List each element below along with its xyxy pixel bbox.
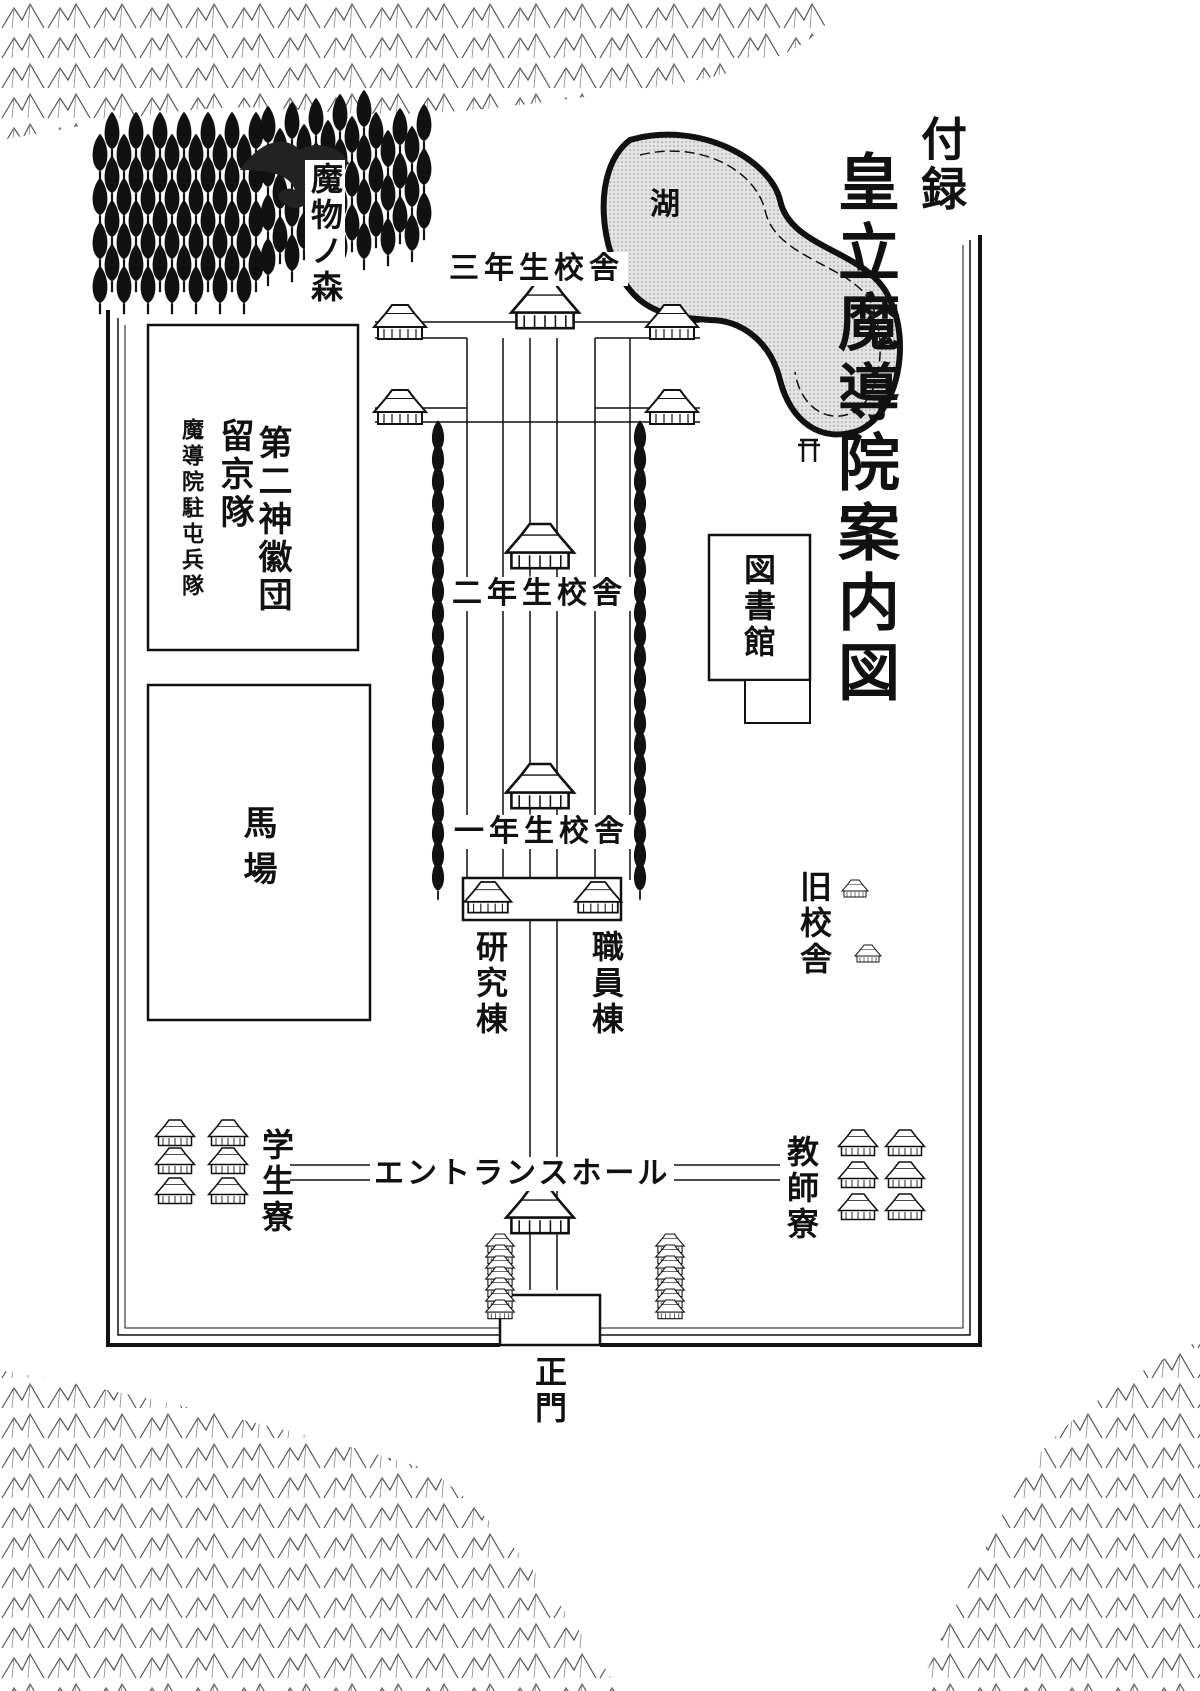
old-building-label: 旧校舎: [795, 870, 833, 978]
outer-wall: [106, 235, 982, 1347]
forest-label: 魔物ノ森: [305, 160, 345, 308]
riding-ground-area: [146, 683, 372, 1022]
forest-tree-icon: [211, 264, 229, 316]
forest-trees: [91, 88, 433, 316]
forest-tree-icon: [115, 264, 133, 316]
building-icon: [645, 389, 699, 425]
student-dorm-label: 学生寮: [257, 1128, 295, 1236]
dorm-building-icon: [884, 1129, 926, 1157]
unit-name-label: 第二神徽団: [252, 425, 292, 615]
lake: [600, 131, 903, 438]
forest-tree-icon: [163, 264, 181, 316]
dorm-building-icon: [207, 1147, 249, 1175]
building-icon: [504, 522, 576, 570]
library-label: 図書館: [739, 553, 777, 661]
mountains-bottom-right: [920, 1340, 1200, 1691]
dorm-building-icon: [884, 1161, 926, 1189]
building-icon: [509, 282, 581, 330]
riding-ground-label: 馬場: [237, 805, 277, 897]
building-icon: [373, 389, 427, 425]
cypress-icon: [431, 859, 445, 901]
dorm-building-icon: [154, 1177, 196, 1205]
dorm-building-icon: [837, 1193, 879, 1221]
forest-tree-icon: [187, 264, 205, 316]
research-building-label: 研究棟: [471, 930, 509, 1038]
library-building: [707, 533, 812, 682]
mountains-top: [0, 0, 840, 140]
unit-sub-label: 留京隊: [214, 418, 254, 532]
forest-tree-icon: [91, 264, 109, 316]
main-gate-label: 正門: [530, 1355, 568, 1427]
first-year-building-label: 一年生校舎: [450, 815, 633, 849]
building-icon: [854, 944, 882, 963]
second-year-building-label: 二年生校舎: [448, 577, 631, 611]
dorm-building-icon: [884, 1193, 926, 1221]
garrison-area: [146, 323, 360, 652]
main-gate-structure: [498, 1293, 602, 1347]
third-year-building-label: 三年生校舎: [445, 252, 628, 286]
shrine-icon: [798, 438, 820, 462]
teacher-dorm-label: 教師寮: [782, 1135, 820, 1243]
dorm-building-icon: [154, 1147, 196, 1175]
building-icon: [841, 879, 869, 898]
dorm-building-icon: [154, 1119, 196, 1147]
staff-building-label: 職員棟: [587, 930, 625, 1038]
building-icon: [504, 1187, 576, 1235]
dorm-building-icon: [837, 1129, 879, 1157]
lake-label: 湖: [650, 187, 680, 222]
dragon-icon: [240, 141, 350, 209]
building-icon: [504, 762, 576, 810]
cypress-icon: [633, 859, 647, 901]
forest-tree-icon: [139, 264, 157, 316]
map-title: 皇立魔導院案内図: [827, 150, 900, 710]
dorm-building-icon: [207, 1177, 249, 1205]
entrance-hall-label: エントランスホール: [370, 1157, 675, 1191]
forest-tree-icon: [235, 264, 253, 316]
mountains-bottom-left: [0, 1370, 620, 1691]
garrison-label: 魔導院駐屯兵隊: [178, 418, 204, 600]
dorm-building-icon: [207, 1119, 249, 1147]
building-icon: [373, 304, 427, 340]
appendix-label: 付録: [914, 115, 968, 215]
dorm-building-icon: [837, 1161, 879, 1189]
